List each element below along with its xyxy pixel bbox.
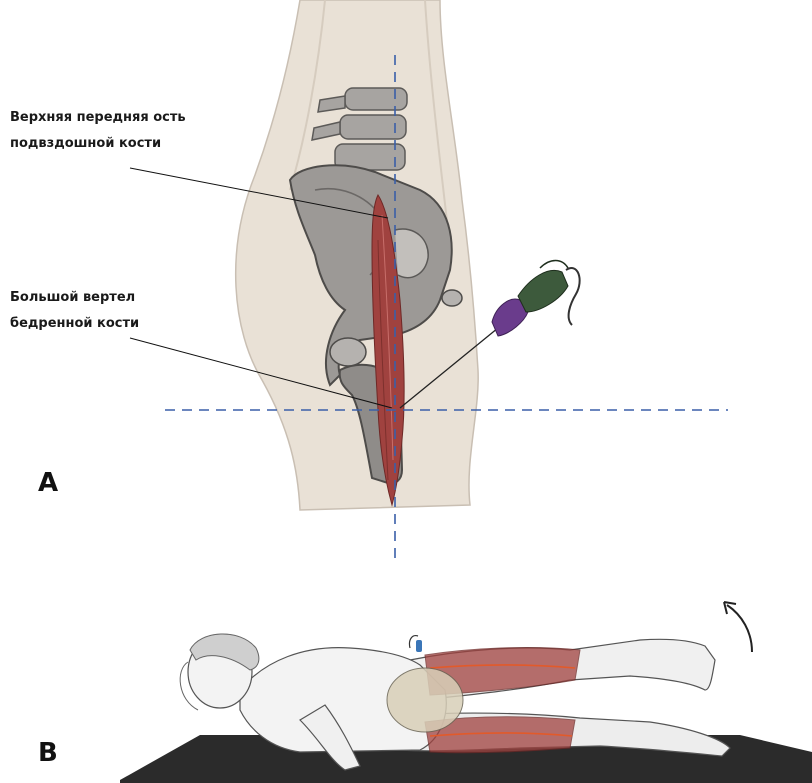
figure-pelvis bbox=[387, 668, 463, 732]
rotation-arrow-icon bbox=[724, 602, 752, 652]
panel-a-artwork bbox=[130, 0, 728, 560]
panel-a-letter: A bbox=[38, 468, 58, 498]
hip-tool-icon bbox=[409, 636, 422, 652]
asis-label-line1: Верхняя передняя ость bbox=[10, 105, 186, 131]
panel-b-artwork bbox=[120, 602, 812, 783]
asis-label-line2: подвздошной кости bbox=[10, 131, 186, 157]
trochanter-label-line1: Большой вертел bbox=[10, 285, 139, 311]
trochanter-label-line2: бедренной кости bbox=[10, 311, 139, 337]
panel-b-letter: B bbox=[38, 738, 58, 768]
asis-label: Верхняя передняя ость подвздошной кости bbox=[10, 105, 186, 157]
trochanter-label: Большой вертел бедренной кости bbox=[10, 285, 139, 337]
